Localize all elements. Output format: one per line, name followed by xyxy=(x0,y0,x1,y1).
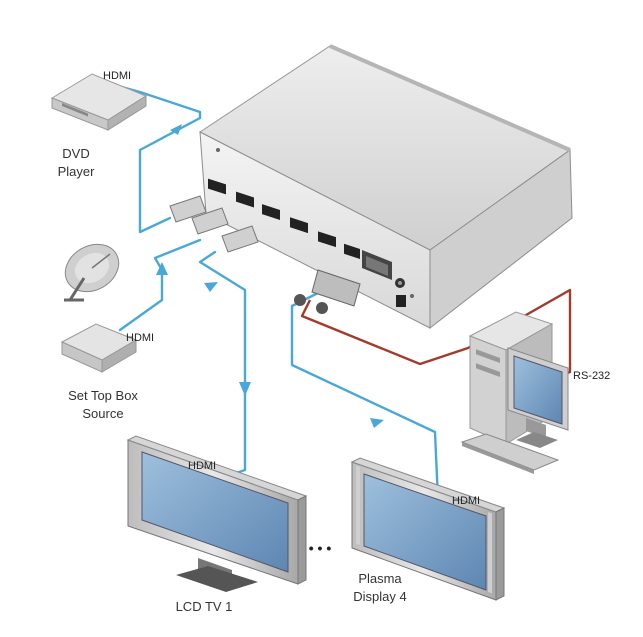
hdmi-label-dvd: HDMI xyxy=(103,70,131,82)
rs232-port xyxy=(362,250,392,280)
rs232-label: RS-232 xyxy=(573,370,610,382)
hdmi-plug-icon xyxy=(169,195,361,314)
lcd-tv-label: LCD TV 1 xyxy=(176,599,233,614)
hdmi-port-in-1 xyxy=(208,178,226,195)
dvd-player-icon xyxy=(50,73,148,131)
matrix-switcher-icon xyxy=(199,44,573,330)
hdmi-port-out-4 xyxy=(344,243,360,259)
hdmi-label-lcd: HDMI xyxy=(188,460,216,472)
power-jack-icon xyxy=(395,278,406,307)
dvd-player-label-line2: Player xyxy=(58,164,96,179)
set-top-box-label-line1: Set Top Box xyxy=(68,388,138,403)
arrow-icon xyxy=(370,418,384,428)
hdmi-cable-dvd xyxy=(116,84,202,234)
hdmi-port-out-1 xyxy=(262,204,280,220)
plasma-label-line2: Display 4 xyxy=(353,589,406,604)
plasma-display-icon xyxy=(350,457,506,601)
computer-icon xyxy=(460,311,569,474)
hdmi-port-out-2 xyxy=(290,217,308,234)
lcd-tv-icon xyxy=(126,435,308,592)
hdmi-label-plasma: HDMI xyxy=(452,495,480,507)
hdmi-port-out-3 xyxy=(318,231,336,248)
ellipsis-label: • • • xyxy=(309,540,332,556)
dvd-player-label-line1: DVD xyxy=(62,146,89,161)
rs232-cable xyxy=(300,288,572,382)
arrow-icon xyxy=(156,262,168,275)
hdmi-label-stb: HDMI xyxy=(126,332,154,344)
arrow-icon xyxy=(204,282,218,292)
hdmi-port-in-2 xyxy=(236,191,254,208)
arrow-icon xyxy=(170,124,182,135)
hdmi-cable-stb xyxy=(118,238,202,332)
arrow-icon xyxy=(239,382,251,396)
satellite-dish-icon xyxy=(64,243,120,302)
plasma-label-line1: Plasma xyxy=(358,571,402,586)
set-top-box-icon xyxy=(60,323,138,373)
set-top-box-label-line2: Source xyxy=(82,406,123,421)
